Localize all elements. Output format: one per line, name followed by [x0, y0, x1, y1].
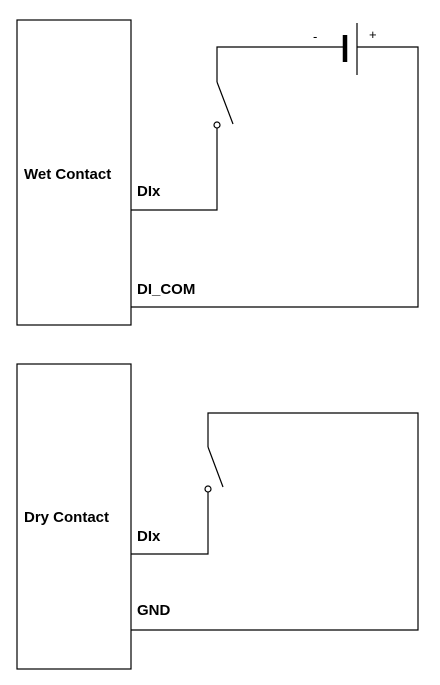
wet-contact-device-box [16, 19, 132, 326]
wet-contact-device-label: Wet Contact [24, 166, 111, 183]
wet-battery-positive-sign: + [369, 27, 377, 42]
dry-dix-wire [131, 492, 209, 555]
dry-loop-wire [131, 412, 419, 631]
wet-contact-circuit: Wet Contact DIx DI_COM - + [16, 19, 419, 326]
wet-return-wire [131, 46, 419, 308]
wet-top-wire [216, 46, 345, 82]
wet-di-com-terminal-label: DI_COM [137, 281, 195, 298]
dry-gnd-terminal-label: GND [137, 602, 171, 619]
wet-dix-terminal-label: DIx [137, 183, 161, 200]
dry-switch-blade [207, 446, 224, 488]
dry-contact-device-label: Dry Contact [24, 509, 109, 526]
dry-dix-terminal-label: DIx [137, 528, 161, 545]
dry-contact-circuit: Dry Contact DIx GND [16, 363, 419, 670]
dry-switch-contact [204, 485, 212, 493]
dry-contact-device-box [16, 363, 132, 670]
wet-battery-negative-sign: - [313, 29, 317, 44]
wet-switch-blade [216, 81, 234, 125]
wet-dix-wire [131, 128, 218, 211]
wet-switch-contact [213, 121, 221, 129]
